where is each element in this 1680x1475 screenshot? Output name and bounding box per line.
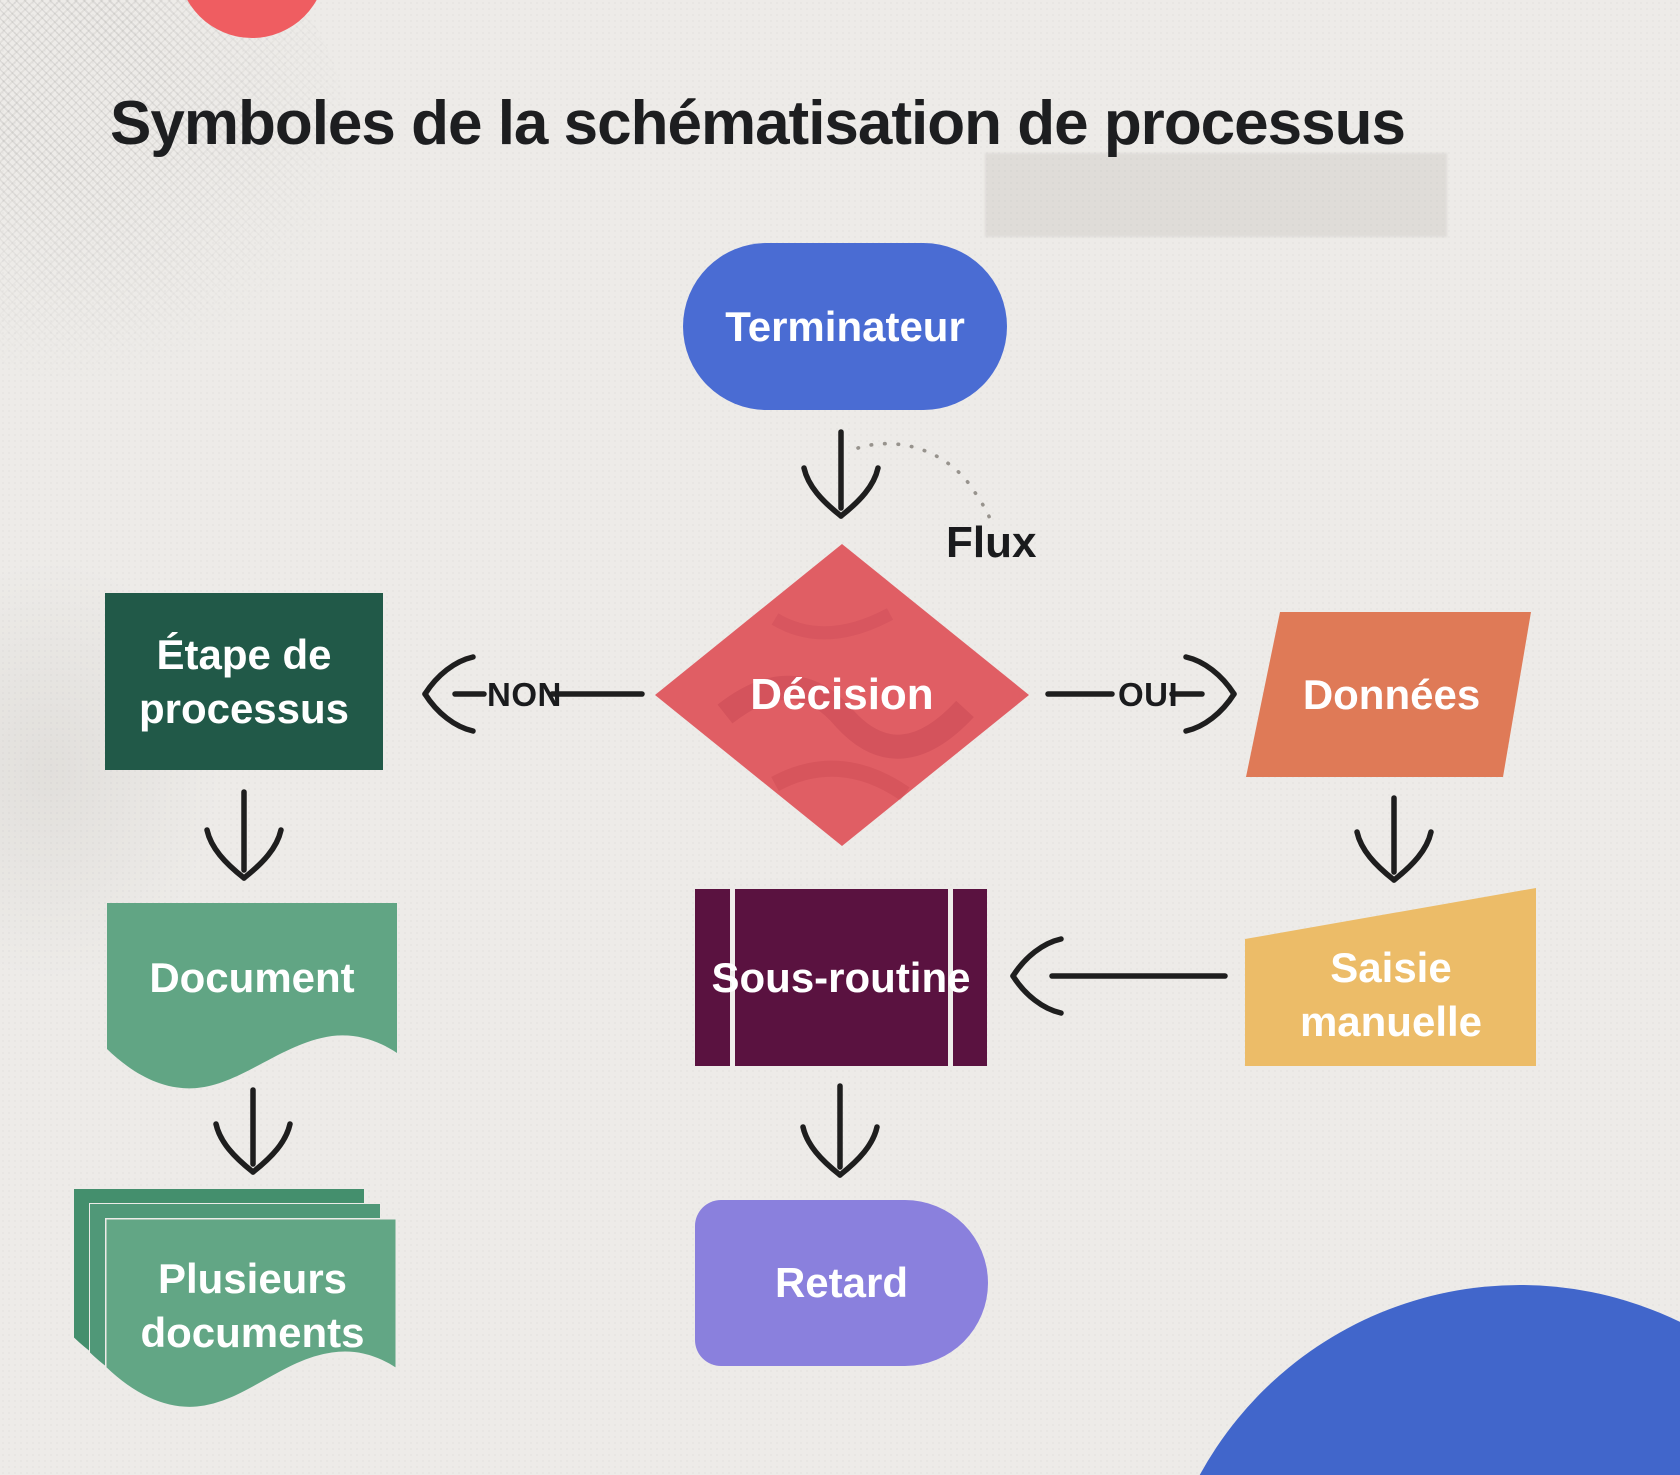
document-label: Document [149, 954, 355, 1002]
arrow-manual-input-to-subroutine [1010, 936, 1228, 1016]
node-decision: Décision [655, 544, 1029, 846]
decision-label: Décision [750, 669, 934, 719]
arrow-terminator-to-decision [801, 429, 881, 519]
page-title: Symboles de la schématisation de process… [110, 89, 1406, 158]
arrow-data-to-manual-input [1354, 795, 1434, 883]
document-shape [107, 903, 397, 1089]
diamond-shape [655, 544, 1029, 846]
flow-edge-label: Flux [946, 518, 1037, 567]
delay-label: Retard [774, 1259, 909, 1307]
parallelogram-shape [1246, 612, 1531, 777]
arrow-process-step-to-document [204, 789, 284, 881]
manual-input-shape [1245, 888, 1536, 1066]
process-step-label: Étape de processus [138, 630, 350, 732]
node-terminator: Terminateur [683, 243, 1007, 410]
terminator-label: Terminateur [725, 302, 965, 350]
node-document: Document [107, 903, 397, 1103]
multiple-documents-label: Plusieurs documents [140, 1255, 365, 1356]
no-edge-label: NON [487, 676, 562, 713]
arrow-document-to-multiple-documents [213, 1087, 293, 1175]
node-manual-input: Saisie manuelle [1245, 888, 1537, 1066]
subroutine-stripe-right [948, 889, 953, 1066]
arrow-decision-to-process-step [422, 654, 645, 734]
arrow-subroutine-to-delay [800, 1083, 880, 1178]
node-delay: Retard [695, 1200, 988, 1366]
stack-front-sheet [105, 1218, 397, 1410]
manual-input-label: Saisie manuelle [1299, 944, 1483, 1045]
data-label: Données [1302, 670, 1481, 718]
arrow-decision-to-data [1045, 654, 1237, 734]
node-data: Données [1246, 612, 1537, 777]
node-subroutine: Sous-routine [695, 889, 987, 1066]
subroutine-stripe-left [730, 889, 735, 1066]
yes-edge-label: OUI [1118, 676, 1179, 713]
node-process-step: Étape de processus [105, 593, 383, 770]
subroutine-label: Sous-routine [711, 953, 971, 1001]
flux-dotted-arc [856, 441, 993, 524]
